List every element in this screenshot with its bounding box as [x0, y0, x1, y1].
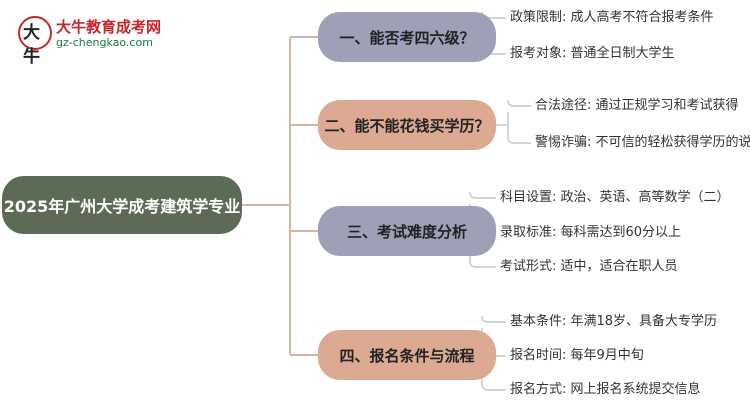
branch-exam-difficulty: 三、考试难度分析 — [318, 206, 496, 256]
leaf-target-group: 报考对象: 普通全日制大学生 — [510, 46, 675, 61]
leaf-registration-method: 报名方式: 网上报名系统提交信息 — [510, 382, 701, 397]
leaf-link-1-1 — [507, 136, 531, 144]
leaf-fraud-warning: 警惕诈骗: 不可信的轻松获得学历的说法 — [535, 135, 750, 150]
site-logo[interactable]: 大牛 大牛教育成考网 gz-chengkao.com — [18, 16, 208, 67]
root-topic: 2025年广州大学成考建筑学专业 — [2, 176, 242, 234]
leaf-policy-limit: 政策限制: 成人高考不符合报考条件 — [510, 10, 714, 25]
leaf-link-3-0 — [481, 315, 506, 323]
leaf-admission-standard: 录取标准: 每科需达到60分以上 — [500, 225, 682, 240]
logo-mark-icon: 大牛 — [18, 16, 52, 67]
branch-eligibility-cet: 一、能否考四六级？ — [318, 12, 496, 62]
logo-name: 大牛教育成考网 — [56, 18, 162, 36]
branch-buying-degree: 二、能不能花钱买学历？ — [318, 100, 496, 150]
leaf-registration-time: 报名时间: 每年9月中旬 — [510, 348, 644, 363]
leaf-link-3-2 — [481, 383, 506, 391]
leaf-legal-route: 合法途径: 通过正规学习和考试获得 — [535, 98, 739, 113]
leaf-link-2-0 — [469, 191, 496, 199]
leaf-basic-conditions: 基本条件: 年满18岁、具备大专学历 — [510, 314, 718, 329]
leaf-link-2-2 — [469, 260, 496, 268]
logo-url: gz-chengkao.com — [56, 36, 153, 49]
logo-mark-text: 大牛 — [23, 23, 40, 67]
leaf-link-1-0 — [507, 99, 531, 107]
leaf-exam-format: 考试形式: 适中，适合在职人员 — [500, 259, 678, 274]
branch-registration: 四、报名条件与流程 — [318, 330, 496, 380]
leaf-subjects: 科目设置: 政治、英语、高等数学（二） — [500, 190, 730, 205]
